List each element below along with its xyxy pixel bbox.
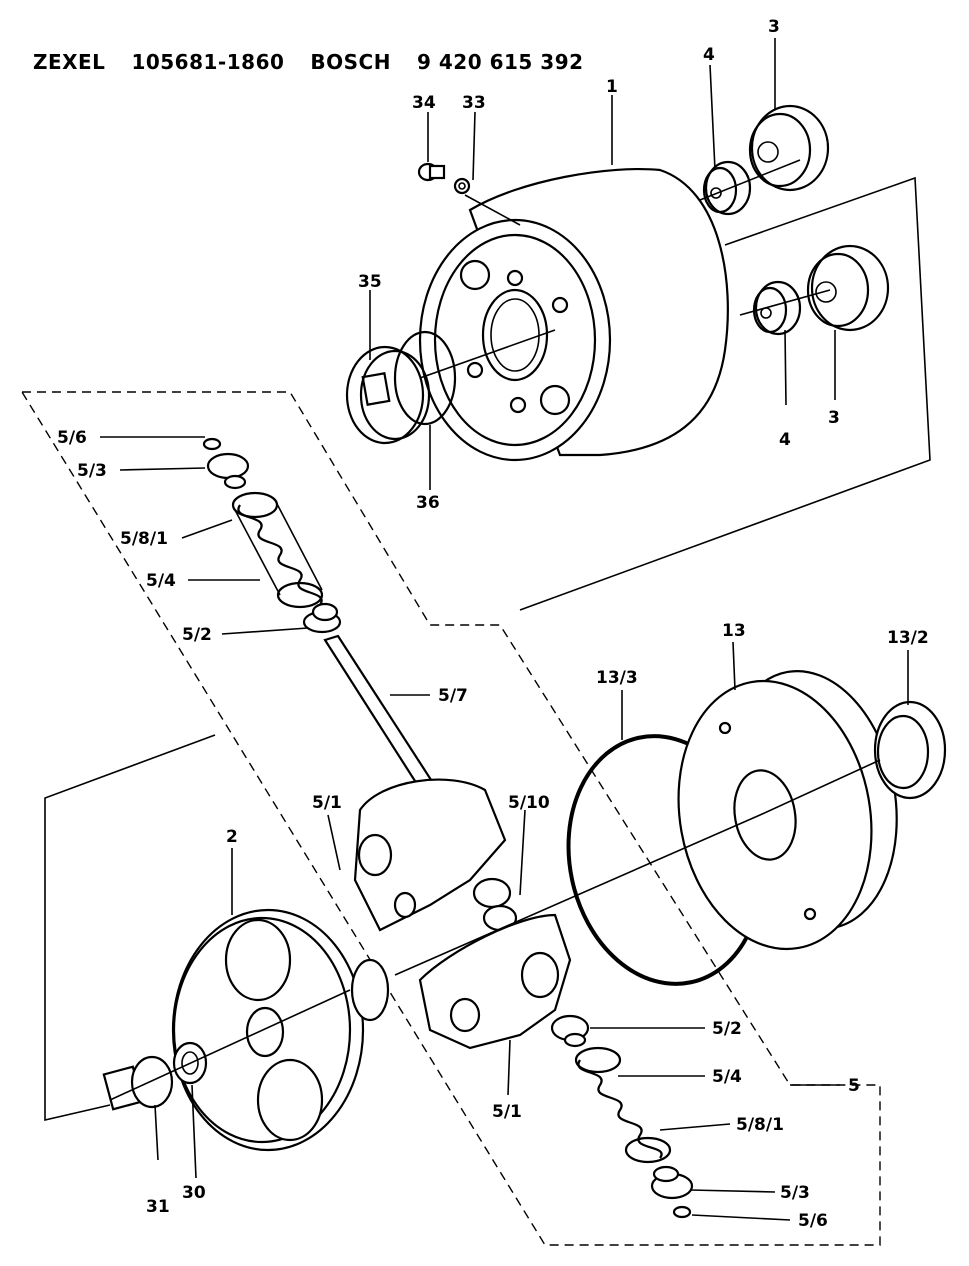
label-5-6-lower: 5/6 <box>798 1211 828 1231</box>
roller-shoe-part-5-1-upper <box>353 778 507 932</box>
label-3-lower: 3 <box>828 408 840 428</box>
label-5: 5 <box>848 1076 860 1096</box>
axis-lines-3-4 <box>699 159 831 316</box>
axis-line-13 <box>394 759 881 976</box>
label-5-8-1-lower: 5/8/1 <box>736 1115 784 1135</box>
plug-part-3-lower <box>806 244 890 332</box>
label-5-2-lower: 5/2 <box>712 1019 742 1039</box>
maker2-name: BOSCH <box>310 50 391 74</box>
washer-part-33 <box>453 177 471 195</box>
label-34: 34 <box>412 93 436 113</box>
label-30: 30 <box>182 1183 206 1203</box>
label-1: 1 <box>606 77 618 97</box>
assembly-5-dashed-boundary <box>21 391 881 1246</box>
label-5-3-lower: 5/3 <box>780 1183 810 1203</box>
pin-part-5-7 <box>323 634 437 794</box>
spring-part-5-4-lower <box>574 1046 672 1164</box>
maker1-part-number: 105681-1860 <box>131 50 285 74</box>
axis-line-35 <box>419 329 556 379</box>
spring-seat-part-5-2-lower <box>550 1014 590 1048</box>
label-5-1-lower: 5/1 <box>492 1102 522 1122</box>
bushing-part-4-upper <box>702 160 752 216</box>
spring-seat-part-5-2-upper <box>302 602 342 634</box>
bushing-part-5-10 <box>472 877 518 932</box>
spring-seat-part-5-3-lower <box>650 1165 694 1200</box>
bushing-part-4-lower <box>752 280 802 336</box>
drawing-header: ZEXEL 105681-1860 BOSCH 9 420 615 392 <box>18 26 610 74</box>
label-5-7: 5/7 <box>438 686 468 706</box>
seal-ring-part-36 <box>393 330 457 426</box>
plug-part-3-upper <box>748 104 830 192</box>
label-5-4-upper: 5/4 <box>146 571 176 591</box>
retainer-part-5-6-lower <box>672 1205 692 1219</box>
label-13-2: 13/2 <box>887 628 929 648</box>
roller-shoe-part-5-1-lower <box>418 913 572 1050</box>
label-33: 33 <box>462 93 486 113</box>
cover-part-13 <box>677 670 898 951</box>
label-5-2-upper: 5/2 <box>182 625 212 645</box>
label-13-3: 13/3 <box>596 668 638 688</box>
label-2: 2 <box>226 827 238 847</box>
axis-line-2 <box>109 989 351 1101</box>
label-5-8-1-upper: 5/8/1 <box>120 529 168 549</box>
label-4-lower: 4 <box>779 430 791 450</box>
label-13: 13 <box>722 621 746 641</box>
maker2-part-number: 9 420 615 392 <box>416 50 584 74</box>
seal-part-13-2 <box>873 700 947 800</box>
plug-part-35 <box>345 345 431 445</box>
spring-seat-part-5-3-upper <box>206 452 250 490</box>
label-5-3-upper: 5/3 <box>77 461 107 481</box>
label-3-upper: 3 <box>768 17 780 37</box>
spring-part-5-4-upper <box>231 491 324 609</box>
label-5-1-upper: 5/1 <box>312 793 342 813</box>
group-bracket-lines <box>44 176 931 1122</box>
maker1-name: ZEXEL <box>32 50 106 74</box>
label-36: 36 <box>416 493 440 513</box>
retainer-part-5-6-upper <box>202 437 222 451</box>
label-4-upper: 4 <box>703 45 715 65</box>
cam-plate-part-2 <box>171 908 390 1152</box>
label-5-10: 5/10 <box>508 793 550 813</box>
housing-part-1 <box>418 95 729 462</box>
label-31: 31 <box>146 1197 170 1217</box>
part-number-labels: 34 33 1 4 3 35 4 3 36 5/6 5/3 5/8/1 5/4 … <box>57 17 929 1231</box>
label-5-6-upper: 5/6 <box>57 428 87 448</box>
label-5-4-lower: 5/4 <box>712 1067 742 1087</box>
label-35: 35 <box>358 272 382 292</box>
leader-lines <box>100 38 909 1221</box>
screw-part-34 <box>417 162 446 182</box>
nut-part-31 <box>102 1055 174 1111</box>
